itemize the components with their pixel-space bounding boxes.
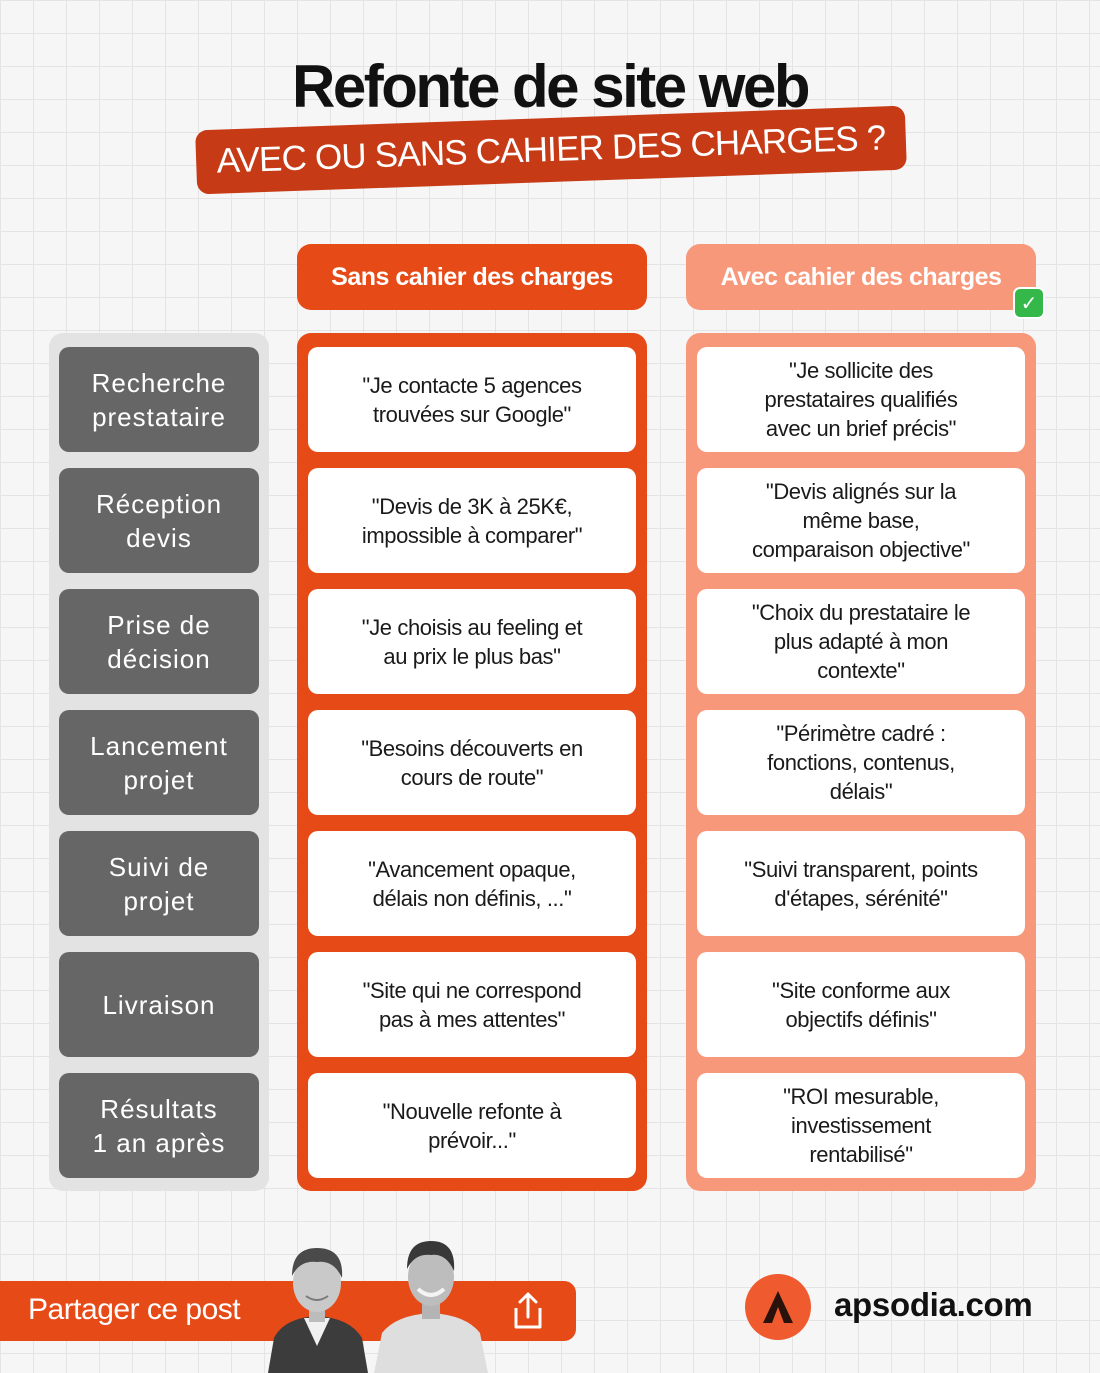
check-icon: ✓ [1013, 287, 1045, 319]
brand-name: apsodia.com [834, 1286, 1033, 1323]
sans-cell: "Site qui ne correspond pas à mes attent… [308, 952, 636, 1057]
share-icon[interactable] [510, 1291, 546, 1331]
stage-label: Résultats 1 an après [59, 1073, 259, 1178]
person-photo-right [374, 1241, 488, 1373]
sans-cell: "Avancement opaque, délais non définis, … [308, 831, 636, 936]
sans-cell: "Besoins découverts en cours de route" [308, 710, 636, 815]
column-header-sans: Sans cahier des charges [297, 244, 647, 310]
share-post-label: Partager ce post [28, 1293, 241, 1326]
avec-cell: "ROI mesurable, investissement rentabili… [697, 1073, 1025, 1178]
avec-cell: "Choix du prestataire le plus adapté à m… [697, 589, 1025, 694]
stage-label: Lancement projet [59, 710, 259, 815]
avec-cell: "Site conforme aux objectifs définis" [697, 952, 1025, 1057]
sans-cell: "Je choisis au feeling et au prix le plu… [308, 589, 636, 694]
stage-label: Prise de décision [59, 589, 259, 694]
stage-label: Suivi de projet [59, 831, 259, 936]
sans-cell: "Nouvelle refonte à prévoir..." [308, 1073, 636, 1178]
stage-label: Réception devis [59, 468, 259, 573]
avec-cell: "Périmètre cadré : fonctions, contenus, … [697, 710, 1025, 815]
person-photo-left [268, 1248, 368, 1373]
sans-cell: "Devis de 3K à 25K€, impossible à compar… [308, 468, 636, 573]
avec-cell: "Devis alignés sur la même base, compara… [697, 468, 1025, 573]
apsodia-logo-icon [745, 1274, 811, 1340]
sans-cell: "Je contacte 5 agences trouvées sur Goog… [308, 347, 636, 452]
stage-label: Recherche prestataire [59, 347, 259, 452]
subtitle: AVEC OU SANS CAHIER DES CHARGES ? [215, 118, 887, 181]
stage-label: Livraison [59, 952, 259, 1057]
avec-cell: "Je sollicite des prestataires qualifiés… [697, 347, 1025, 452]
page-title: Refonte de site web [292, 53, 810, 120]
column-header-avec: Avec cahier des charges [686, 244, 1036, 310]
avec-cell: "Suivi transparent, points d'étapes, sér… [697, 831, 1025, 936]
